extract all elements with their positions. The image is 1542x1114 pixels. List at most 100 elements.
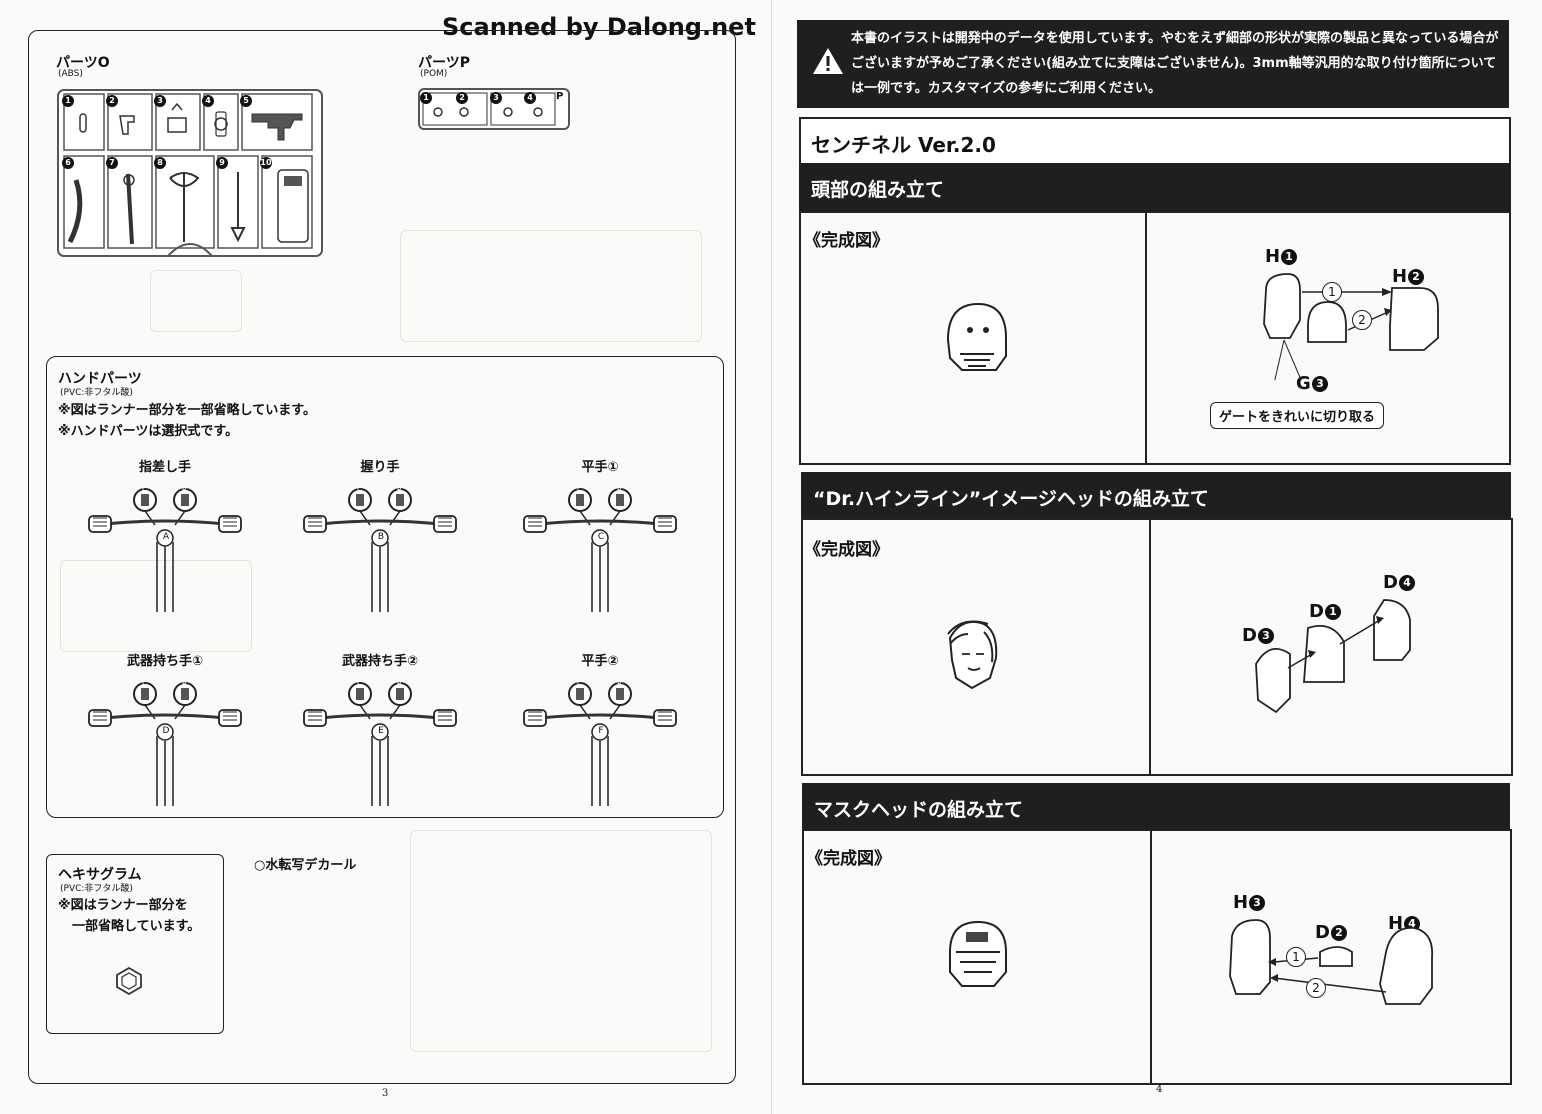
page-number: 3 [382, 1088, 389, 1099]
hand-side-label: L [357, 680, 361, 688]
part-letter: H [1392, 266, 1408, 287]
page-number: 4 [1156, 1084, 1163, 1095]
parts-o-runner: 1 2 3 4 5 6 7 8 9 10 [56, 88, 326, 260]
parts-p-number: 2 [456, 92, 468, 104]
section-title: “Dr.ハインライン”イメージヘッドの組み立て [813, 488, 1209, 510]
hand-side-label: L [577, 486, 581, 494]
hand-runner-diagram [303, 682, 457, 806]
hand-parts-title: ハンドパーツ [58, 371, 142, 387]
part-number: 4 [1399, 575, 1415, 591]
parts-o-number: 6 [62, 157, 74, 169]
mask-assembly-diagram [1229, 919, 1434, 1005]
section-header: “Dr.ハインライン”イメージヘッドの組み立て [801, 472, 1511, 518]
parts-p-material: (POM) [420, 69, 448, 79]
hand-side-label: R [182, 680, 187, 688]
hand-label: 指差し手 [138, 460, 191, 475]
part-letter: D [1315, 922, 1330, 943]
heinlein-head-illustration [947, 620, 998, 690]
hand-runner-diagram [303, 488, 457, 612]
part-letter: H [1265, 246, 1281, 267]
hand-side-label: L [357, 486, 361, 494]
warning-icon [813, 48, 843, 74]
left-page-frame [28, 30, 736, 1084]
step-number: 1 [1286, 947, 1306, 967]
head-assembly-diagram [1263, 273, 1439, 380]
watermark: Scanned by Dalong.net [442, 13, 756, 41]
hand-label: 平手① [581, 460, 619, 475]
hand-label: 握り手 [360, 460, 400, 475]
part-number: 1 [1325, 604, 1341, 620]
part-letter: G [1296, 373, 1311, 394]
parts-p-letter: P [556, 91, 564, 102]
hand-side-label: R [182, 486, 187, 494]
right-page: 本書のイラストは開発中のデータを使用しています。やむをえず細部の形状が実際の製品… [771, 0, 1542, 1114]
hand-runner-diagram [88, 682, 242, 806]
hand-runner: 指差し手 A L R [85, 460, 245, 622]
hand-runner-diagram [523, 488, 677, 612]
part-letter: D [1383, 572, 1398, 593]
parts-p-title: パーツP [418, 55, 470, 71]
hand-parts-material: (PVC:非フタル酸) [60, 388, 133, 398]
parts-o-number: 8 [154, 157, 166, 169]
heinlein-assembly-diagram [1255, 599, 1411, 714]
warning-banner: 本書のイラストは開発中のデータを使用しています。やむをえず細部の形状が実際の製品… [797, 20, 1509, 108]
step-number: 2 [1352, 310, 1372, 330]
left-page: Scanned by Dalong.net パーツO (ABS) [28, 13, 756, 1099]
hexagram-box [46, 854, 224, 1034]
mask-head-illustration [949, 920, 1007, 987]
hand-side-label: L [577, 680, 581, 688]
section-header: 頭部の組み立て [799, 163, 1511, 211]
parts-o-number: 10 [260, 157, 272, 169]
hand-parts-box [46, 356, 724, 818]
hand-runner: 武器持ち手① D L R [85, 654, 245, 816]
parts-o-number: 1 [62, 95, 74, 107]
assembly-panel [1150, 829, 1512, 1085]
hand-parts-note-2: ※ハンドパーツは選択式です。 [58, 424, 239, 439]
parts-p-number: 4 [524, 92, 536, 104]
hand-runner-letter: F [598, 726, 604, 736]
parts-o-number: 9 [216, 157, 228, 169]
hand-runner-letter: C [597, 532, 605, 542]
hand-side-label: R [397, 680, 402, 688]
step-number: 2 [1306, 978, 1326, 998]
hand-runner: 武器持ち手② E L R [300, 654, 460, 816]
part-number: 2 [1331, 925, 1347, 941]
part-number: 3 [1249, 895, 1265, 911]
hexagram-material: (PVC:非フタル酸) [60, 884, 133, 894]
hand-side-label: L [142, 486, 146, 494]
ghost-figure [150, 270, 242, 332]
complete-label: 《完成図》 [804, 231, 889, 251]
parts-o-number: 2 [106, 95, 118, 107]
hand-runner-letter: E [378, 726, 384, 736]
ghost-figure [410, 830, 712, 1052]
hand-runner-diagram [88, 488, 242, 612]
hand-label: 平手② [581, 654, 619, 669]
hexagram-title: ヘキサグラム [58, 867, 142, 883]
hand-runner-diagram [523, 682, 677, 806]
parts-p-runner: 1 2 3 4 P [418, 88, 572, 132]
hand-runner-letter: A [162, 532, 170, 542]
step-number: 1 [1322, 282, 1342, 302]
gate-callout: ゲートをきれいに切り取る [1210, 402, 1385, 429]
sentinel-head-illustration [946, 302, 1007, 371]
section-title: 頭部の組み立て [811, 179, 945, 201]
hand-parts-note-1: ※図はランナー部分を一部省略しています。 [58, 403, 316, 418]
hand-runner-letter: D [162, 726, 170, 736]
hand-label: 武器持ち手② [341, 654, 418, 669]
hand-runner-letter: B [377, 532, 385, 542]
part-number: 2 [1408, 269, 1424, 285]
parts-o-number: 7 [106, 157, 118, 169]
parts-o-title: パーツO [56, 55, 110, 71]
parts-o-material: (ABS) [58, 69, 83, 79]
part-letter: D [1309, 601, 1324, 622]
hand-side-label: L [142, 680, 146, 688]
parts-o-runner-diagram [57, 89, 323, 257]
decal-label: ○水転写デカール [254, 858, 357, 873]
complete-label: 《完成図》 [806, 849, 891, 869]
hexagram-note-1: ※図はランナー部分を [58, 898, 188, 913]
model-title-box: センチネル Ver.2.0 [799, 117, 1511, 163]
hand-label: 武器持ち手① [126, 654, 203, 669]
part-number: 3 [1312, 376, 1328, 392]
